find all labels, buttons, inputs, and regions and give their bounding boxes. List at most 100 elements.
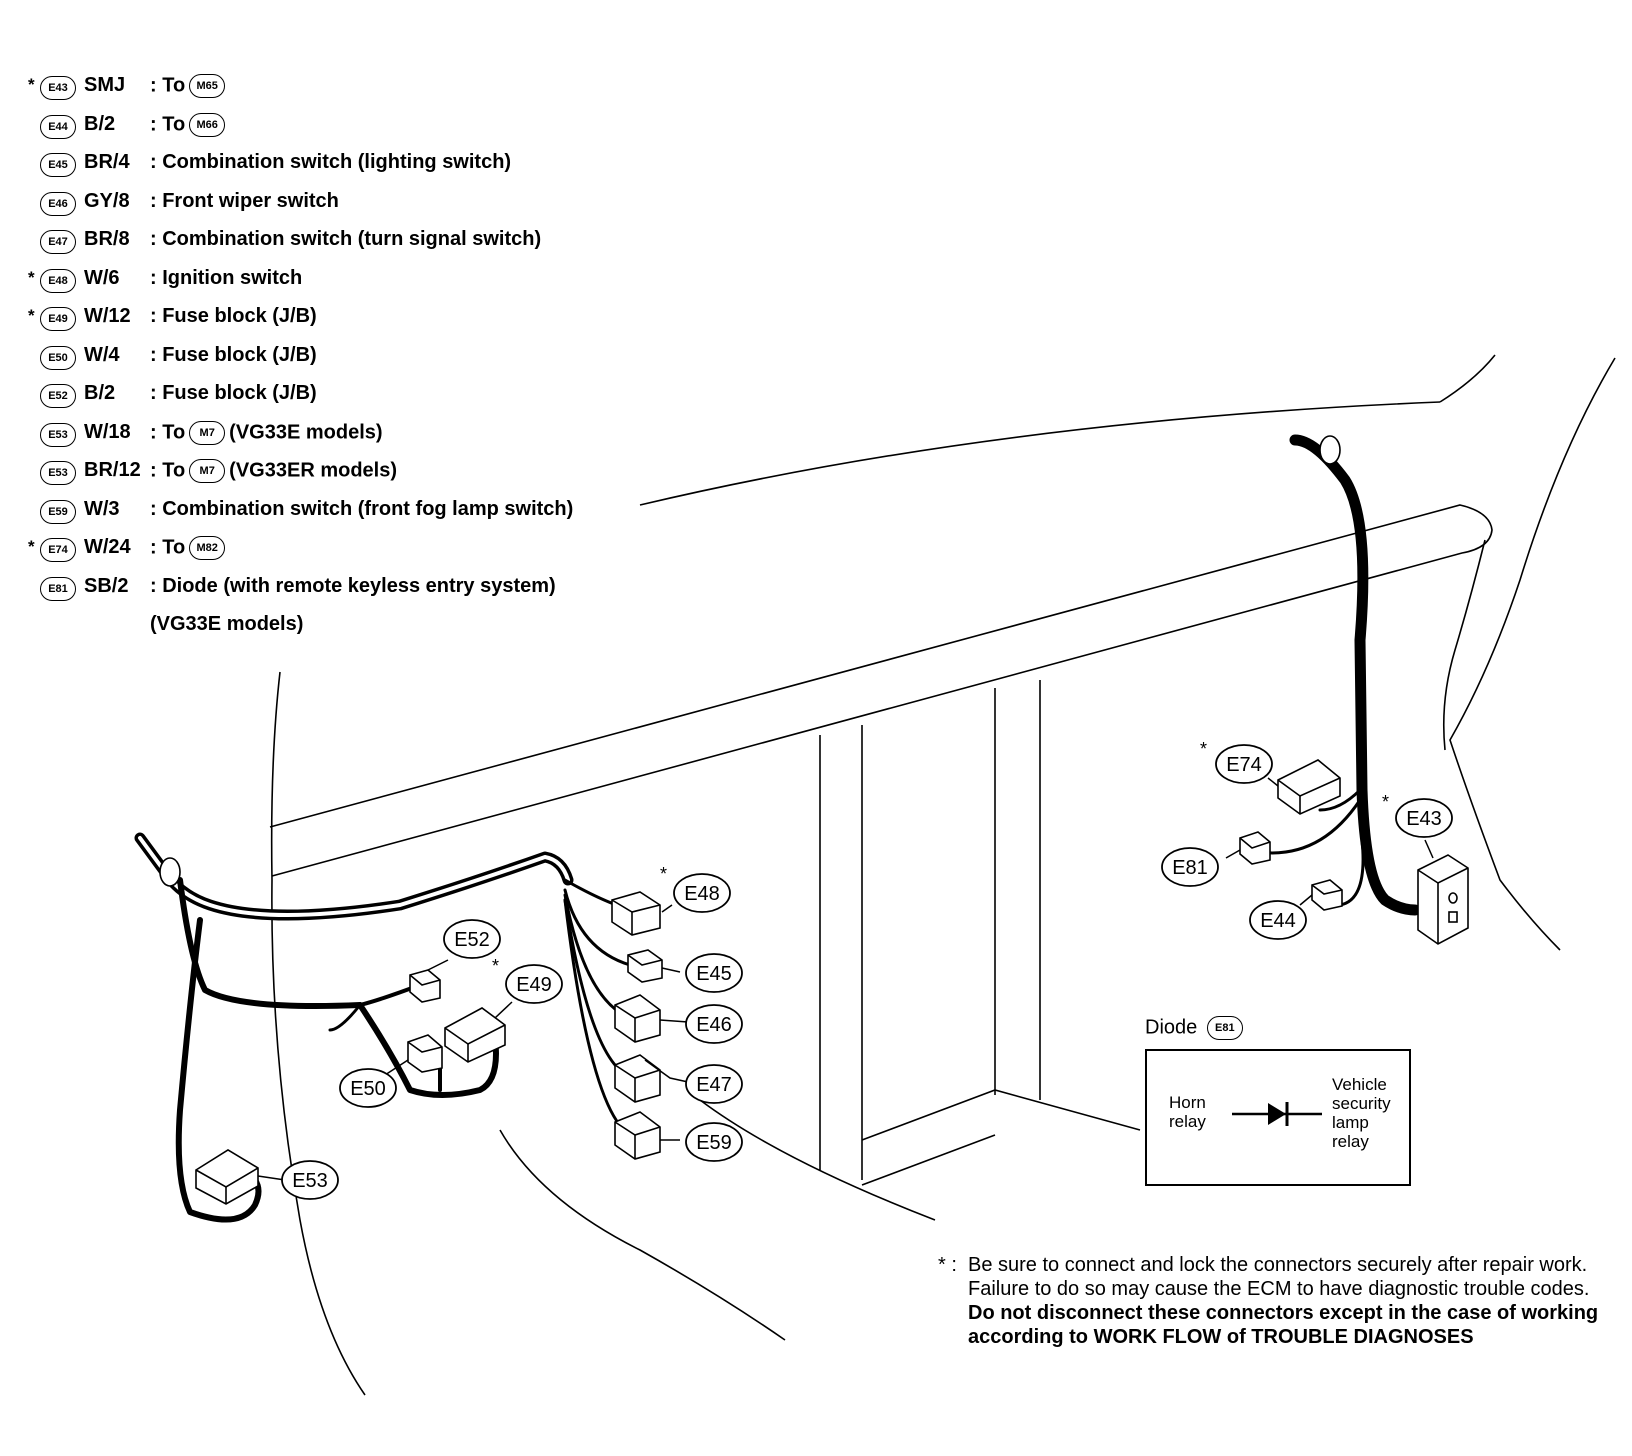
legend-description-text: : Fuse block (J/B) bbox=[150, 343, 317, 366]
legend-wire-code: W/18 bbox=[84, 420, 131, 443]
legend-description: : Front wiper switch bbox=[150, 190, 339, 213]
connector-e48-icon bbox=[611, 891, 661, 936]
legend-description-text: : Combination switch (turn signal switch… bbox=[150, 228, 542, 250]
legend-star: * bbox=[28, 537, 35, 556]
legend-description: : Fuse block (J/B) bbox=[150, 382, 317, 405]
legend-description: : Fuse block (J/B) bbox=[150, 344, 317, 367]
connector-e53-icon bbox=[195, 1149, 259, 1205]
legend-suffix: (VG33E models) bbox=[229, 420, 383, 443]
svg-text:E49: E49 bbox=[516, 974, 552, 996]
legend-wire-code: W/6 bbox=[84, 266, 120, 289]
svg-text:*: * bbox=[660, 864, 667, 884]
legend-wire-code: BR/4 bbox=[84, 151, 130, 173]
label-e45: E45 bbox=[685, 953, 743, 993]
svg-text:E81: E81 bbox=[1172, 857, 1208, 879]
leader-lines bbox=[257, 777, 1434, 1181]
legend-connector-badge: E46 bbox=[40, 191, 76, 216]
label-e49: E49* bbox=[492, 956, 563, 1004]
svg-text:E59: E59 bbox=[696, 1132, 732, 1154]
legend-connector-badge: E81 bbox=[40, 576, 76, 601]
legend-description: : Combination switch (front fog lamp swi… bbox=[150, 498, 573, 521]
legend-connector-badge: E49 bbox=[40, 307, 76, 331]
callout-labels: E48 * E45 E46 E47 E59 E52 E49* E50 E53 E7… bbox=[281, 739, 1453, 1200]
footnote-warning: Do not disconnect these connectors excep… bbox=[968, 1302, 1599, 1348]
legend-connector-badge: E45 bbox=[40, 153, 76, 177]
label-e59: E59 bbox=[685, 1122, 743, 1162]
label-e48: E48 * bbox=[660, 864, 731, 913]
svg-text:E43: E43 bbox=[1406, 808, 1442, 830]
connector-e52-icon bbox=[409, 969, 441, 1003]
legend-ref-badge: M7 bbox=[189, 459, 226, 483]
legend-description-text: : Diode (with remote keyless entry syste… bbox=[150, 574, 556, 597]
label-e81: E81 bbox=[1161, 847, 1219, 887]
legend-connector-badge: E74 bbox=[40, 538, 76, 562]
diode-title-text: Diode bbox=[1145, 1016, 1198, 1039]
connector-e49-icon bbox=[444, 1007, 506, 1063]
footnote-text: Be sure to connect and lock the connecto… bbox=[968, 1254, 1590, 1300]
legend-connector-badge: E43 bbox=[40, 76, 76, 100]
svg-text:E44: E44 bbox=[1260, 910, 1296, 932]
legend-description: (VG33E models) bbox=[150, 613, 303, 636]
legend-connector-badge: E53 bbox=[40, 422, 76, 447]
legend-wire-code: SMJ bbox=[84, 74, 126, 96]
label-e43: E43* bbox=[1382, 792, 1453, 838]
legend-wire-code: W/4 bbox=[84, 343, 120, 366]
label-e46: E46 bbox=[685, 1004, 743, 1044]
label-e74: E74* bbox=[1200, 739, 1273, 784]
diode-symbol-icon bbox=[1232, 1102, 1322, 1126]
legend-description-text: : To bbox=[150, 112, 186, 135]
legend-wire-code: B/2 bbox=[84, 112, 116, 135]
legend-connector-badge: E50 bbox=[40, 345, 76, 370]
legend-ref-badge: M82 bbox=[189, 536, 226, 560]
footnote-star: * : bbox=[938, 1254, 957, 1276]
legend-description-text: : Fuse block (J/B) bbox=[150, 305, 317, 327]
svg-text:E74: E74 bbox=[1226, 754, 1262, 776]
legend-description-text: : Combination switch (lighting switch) bbox=[150, 151, 512, 173]
legend-wire-code: GY/8 bbox=[84, 189, 130, 212]
grommet-icon bbox=[159, 435, 1341, 887]
connector-icons bbox=[195, 759, 1469, 1205]
connector-e59-icon bbox=[614, 1111, 661, 1160]
legend-ref-badge: M7 bbox=[189, 420, 226, 445]
diode-schematic: Horn relay Vehicle security lamp relay bbox=[1145, 1049, 1411, 1186]
legend-wire-code: W/3 bbox=[84, 497, 120, 520]
connector-e47-icon bbox=[614, 1054, 661, 1103]
connector-e46-icon bbox=[614, 994, 661, 1043]
svg-text:E50: E50 bbox=[350, 1078, 386, 1100]
legend-description-text: (VG33E models) bbox=[150, 613, 304, 635]
legend-description: : Combination switch (turn signal switch… bbox=[150, 228, 541, 251]
svg-text:E53: E53 bbox=[292, 1170, 328, 1192]
legend-connector-badge: E47 bbox=[40, 230, 76, 254]
legend-description-text: : To bbox=[150, 459, 186, 482]
svg-text:E47: E47 bbox=[696, 1074, 732, 1096]
connector-e81-icon bbox=[1239, 831, 1271, 865]
legend-suffix: (VG33ER models) bbox=[229, 459, 397, 482]
legend-description: : Ignition switch bbox=[150, 267, 302, 290]
connector-e43-icon bbox=[1417, 854, 1469, 945]
label-e44: E44 bbox=[1249, 900, 1307, 940]
svg-text:E52: E52 bbox=[454, 929, 490, 951]
legend-wire-code: W/12 bbox=[84, 305, 131, 327]
connector-e44-icon bbox=[1311, 879, 1343, 911]
legend-description: : Combination switch (lighting switch) bbox=[150, 151, 511, 174]
diode-badge: E81 bbox=[1206, 1016, 1243, 1040]
label-e50: E50 bbox=[339, 1068, 397, 1108]
svg-text:E46: E46 bbox=[696, 1014, 732, 1036]
horn-relay-label: Horn relay bbox=[1169, 1093, 1206, 1131]
legend-connector-badge: E48 bbox=[40, 268, 76, 293]
legend-description-text: : To bbox=[150, 74, 186, 97]
svg-text:E48: E48 bbox=[684, 883, 720, 905]
legend-description-text: : Ignition switch bbox=[150, 266, 303, 289]
legend-ref-badge: M65 bbox=[189, 74, 226, 98]
legend-description-text: : Combination switch (front fog lamp swi… bbox=[150, 497, 574, 520]
legend-wire-code: BR/12 bbox=[84, 459, 141, 481]
legend-star: * bbox=[28, 306, 35, 325]
legend-star: * bbox=[28, 75, 35, 94]
diode-title: Diode E81 bbox=[1145, 1016, 1247, 1040]
legend-description-text: : To bbox=[150, 420, 186, 443]
legend-wire-code: B/2 bbox=[84, 382, 116, 404]
